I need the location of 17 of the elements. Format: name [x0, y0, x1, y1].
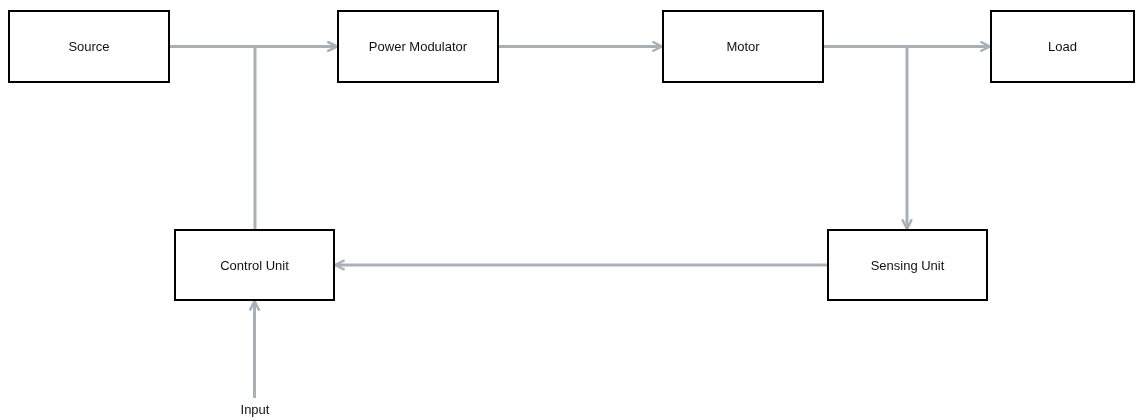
node-label: Motor — [726, 39, 760, 54]
process-box — [337, 10, 499, 83]
node-label: Source — [68, 39, 110, 54]
process-box — [827, 229, 988, 301]
arrow — [253, 40, 339, 229]
node-label: Load — [1048, 39, 1077, 54]
process-box — [662, 10, 824, 83]
process-box — [174, 229, 335, 301]
node-label: Input — [240, 401, 270, 417]
node-label: Sensing Unit — [870, 257, 945, 273]
node-label: Power Modulator — [368, 39, 468, 54]
arrow — [499, 40, 664, 53]
arrow — [248, 299, 261, 398]
node-label: Control Unit — [220, 257, 289, 273]
arrow — [824, 45, 913, 231]
process-box — [8, 10, 170, 83]
process-box — [990, 10, 1135, 83]
